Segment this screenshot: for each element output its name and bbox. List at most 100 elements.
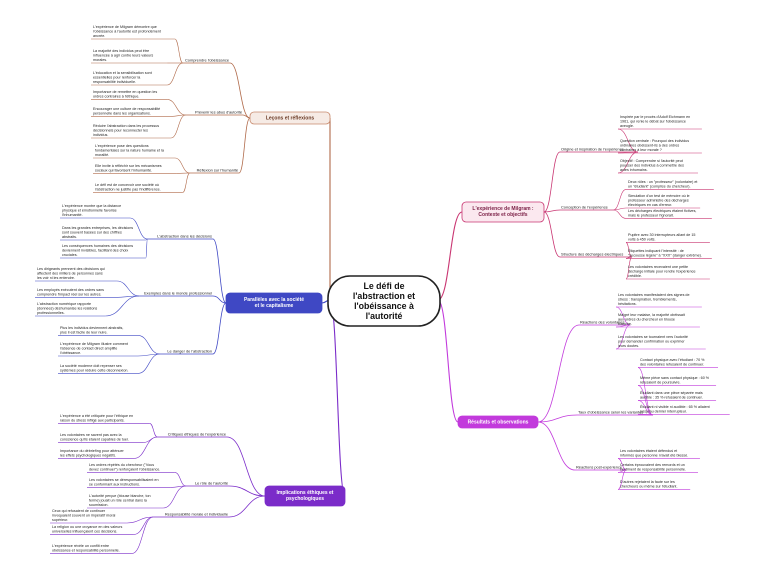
leaf-paralleles-2-0: Plus les individus deviennent abstraits,… xyxy=(60,326,123,335)
central-topic-box[interactable] xyxy=(327,275,441,327)
subtopic-implications-1[interactable]: Le rôle de l'autorité xyxy=(195,481,228,486)
branch-connector xyxy=(615,324,631,328)
branch-connector xyxy=(143,436,158,443)
leaf-lecons-1-1: Encourager une culture de responsabilité… xyxy=(93,107,160,116)
branch-connector xyxy=(174,472,187,487)
main-topic-implications[interactable] xyxy=(264,485,346,507)
branch-connector xyxy=(137,353,160,374)
branch-connector xyxy=(617,469,627,490)
leaf-paralleles-0-1: Dans les grandes entreprises, les décisi… xyxy=(62,226,133,239)
subtopic-paralleles-0[interactable]: L'abstraction dans les décisions xyxy=(157,234,212,239)
leaf-resultats-0-1: Malgré leur malaise, la majorité obéissa… xyxy=(618,313,685,326)
subtopic-experience-1[interactable]: Conception de l'expérience xyxy=(561,205,608,210)
branch-connector xyxy=(137,335,160,355)
branch-connector xyxy=(126,516,154,524)
subtopic-resultats-0[interactable]: Réactions des volontaires xyxy=(580,320,625,325)
subtopic-experience-2[interactable]: Structure des décharges électriques xyxy=(561,252,623,257)
branch-connector xyxy=(174,157,190,174)
branch-connector xyxy=(615,306,631,326)
branch-connector xyxy=(226,436,266,497)
leaf-experience-2-0: Pupitre avec 30 interrupteurs allant de … xyxy=(628,233,695,242)
branch-connector xyxy=(617,128,638,153)
subtopic-implications-0[interactable]: Critiques éthiques de l'expérience xyxy=(168,432,226,437)
leaf-experience-1-0: Deux rôles : un "professeur" (volontaire… xyxy=(628,180,697,189)
branch-connector xyxy=(229,62,251,119)
leaf-experience-0-2: Objectif : Comprendre si l'autorité peut… xyxy=(620,159,684,172)
subtopic-lecons-0[interactable]: Comprendre l'obéissance xyxy=(185,58,229,63)
main-topic-label-lecons: Leçons et réflexions xyxy=(266,116,315,122)
leaf-implications-2-1: La religion ou une croyance en des valeu… xyxy=(52,525,122,534)
leaf-experience-0-1: Question centrale : Pourquoi des individ… xyxy=(620,139,689,152)
subtopic-lecons-1[interactable]: Prévenir les abus d'autorité xyxy=(195,110,242,115)
branch-connector xyxy=(145,238,148,259)
branch-connector xyxy=(329,299,346,497)
subtopic-experience-0[interactable]: Origine et inspiration de l'expérience xyxy=(561,147,624,152)
leaf-paralleles-1-0: Les dirigeants prennent des décisions qu… xyxy=(37,267,105,280)
branch-connector xyxy=(238,117,251,174)
leaf-lecons-2-1: Elle invite à réfléchir sur les mécanism… xyxy=(95,164,162,173)
subtopic-paralleles-1[interactable]: Exemples dans le monde professionnel xyxy=(144,291,212,296)
leaf-experience-2-1: Étiquettes indiquant l'intensité : de"se… xyxy=(628,248,702,258)
branch-connector xyxy=(228,495,266,518)
branch-connector xyxy=(617,458,627,471)
leaf-paralleles-2-1: L'expérience de Milgram illustre comment… xyxy=(60,342,128,355)
leaf-resultats-1-0: Contact physique avec l'étudiant : 70 %d… xyxy=(640,358,705,367)
branch-connector xyxy=(543,209,561,213)
leaf-implications-0-0: L'expérience a été critiquée pour l'éthi… xyxy=(60,414,133,423)
subtopic-paralleles-2[interactable]: Le danger de l'abstraction xyxy=(167,349,212,354)
branch-connector xyxy=(625,242,632,258)
branch-connector xyxy=(537,324,580,423)
branch-connector xyxy=(437,211,463,301)
branch-connector xyxy=(625,256,633,280)
subtopic-resultats-2[interactable]: Réactions post-expérience xyxy=(576,465,622,470)
main-topic-experience[interactable] xyxy=(461,201,545,223)
main-topic-lecons[interactable] xyxy=(249,111,331,125)
branch-connector xyxy=(116,280,140,297)
branch-connector xyxy=(617,151,638,174)
main-topic-label-experience: L'expérience de Milgram :Contexte et obj… xyxy=(472,206,534,218)
main-topic-resultats[interactable] xyxy=(457,415,539,429)
subtopic-lecons-2[interactable]: Réflexion sur l'humanité xyxy=(197,168,238,173)
leaf-experience-1-2: Les décharges électriques étaient fictiv… xyxy=(628,209,696,218)
leaf-resultats-0-2: Les volontaires se tournaient vers l'aut… xyxy=(618,335,688,348)
branch-connector xyxy=(149,423,158,438)
branch-connector xyxy=(170,114,186,139)
main-topic-paralleles[interactable] xyxy=(225,292,323,314)
subtopic-implications-2[interactable]: Responsabilité morale et individuelle xyxy=(165,512,228,517)
branch-connector xyxy=(167,99,186,116)
branch-connector xyxy=(131,516,154,554)
branch-connector xyxy=(228,485,266,497)
branch-connector xyxy=(437,299,459,423)
branch-connector xyxy=(617,469,627,473)
branch-connector xyxy=(613,189,627,211)
branch-connector xyxy=(537,421,576,471)
branch-connector xyxy=(130,217,148,240)
branch-connector xyxy=(163,485,186,509)
branch-connector xyxy=(134,436,158,459)
branch-connector xyxy=(543,151,561,213)
leaf-resultats-0-0: Les volontaires manifestaient des signes… xyxy=(618,293,690,306)
branch-connector xyxy=(613,209,627,219)
subtopic-resultats-1[interactable]: Taux d'obéissance selon les variantes xyxy=(578,410,643,415)
leaf-implications-1-1: Les volontaires se déresponsabilisaient … xyxy=(89,478,159,487)
branch-connector xyxy=(537,414,578,423)
